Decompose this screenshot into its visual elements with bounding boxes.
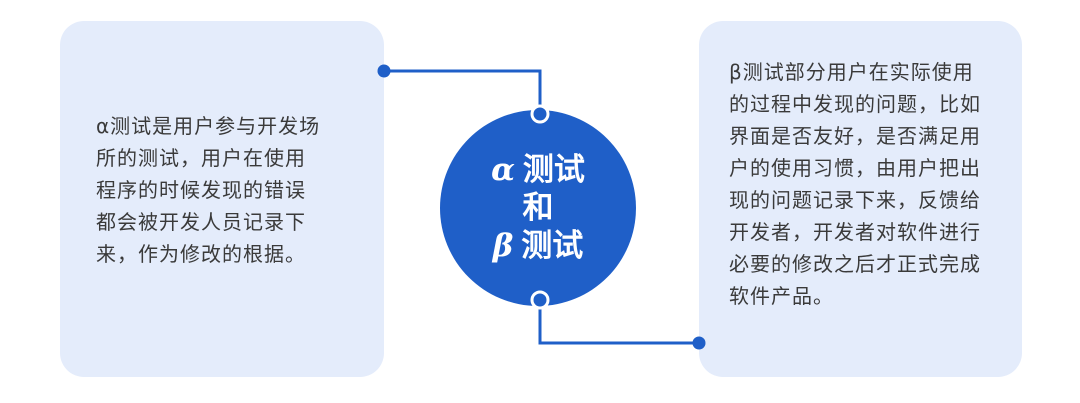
connector-dot-right-end [692,336,706,350]
beta-symbol: β [492,228,514,264]
connector-dot-bottom [530,290,550,310]
center-title-conjunction: 和 [522,190,554,226]
connector-line-right [538,300,699,345]
center-circle [440,110,636,306]
connector-dot-top [530,104,550,124]
beta-label: 测试 [521,228,584,264]
beta-test-card: β测试部分用户在实际使用 的过程中发现的问题，比如 界面是否友好，是否满足用 户… [699,21,1022,377]
alpha-label: 测试 [522,152,585,188]
connector-dot-left-end [377,64,391,78]
connector-line-left [384,69,542,114]
alpha-symbol: α [491,152,515,188]
alpha-test-card: α测试是用户参与开发场 所的测试，用户在使用 程序的时候发现的错误 都会被开发人… [60,21,384,377]
